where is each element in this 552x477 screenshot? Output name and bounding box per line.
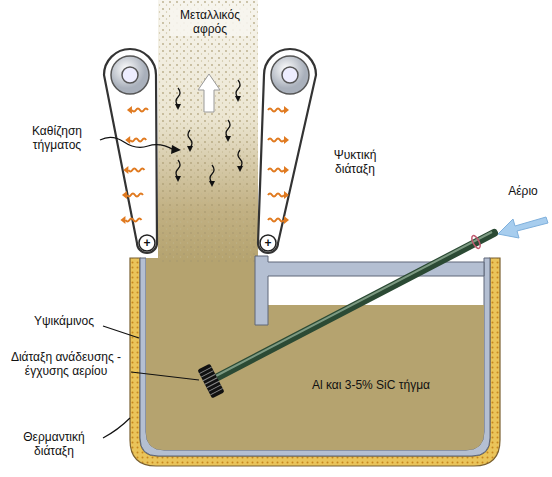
heat-flow-arrow: [268, 194, 284, 197]
pipe-fitting: [470, 234, 482, 249]
leader-line: [131, 372, 199, 380]
heat-flow-arrow: [268, 139, 284, 142]
flow-arrow: [210, 165, 214, 183]
heat-flow-arrow: [268, 109, 284, 112]
part-label: Διάταξη ανάδευσης - έγχυσης αερίου: [3, 350, 129, 378]
stirrer-body: [197, 364, 224, 399]
flow-arrowhead: [235, 96, 241, 102]
small-roller: [260, 235, 276, 251]
flow-arrow: [176, 160, 180, 178]
roller: [111, 56, 149, 94]
heat-flow-arrow: [268, 219, 284, 222]
heat-flow-arrowhead: [123, 166, 128, 174]
cooling-belt: [258, 49, 316, 253]
baffle: [255, 256, 484, 325]
heat-flow-arrow: [268, 169, 284, 172]
part-label: Καθίζηση τήγματος: [16, 124, 98, 152]
flow-arrowhead: [175, 104, 181, 110]
furnace-lining: [140, 258, 490, 456]
leader-line: [100, 137, 174, 150]
small-roller: [139, 235, 155, 251]
part-label: Θερμαντική διάταξη: [6, 430, 102, 458]
flow-arrowhead: [187, 146, 193, 152]
roller-hub: [122, 67, 138, 83]
flow-arrow: [188, 130, 192, 148]
part-label: Ψυκτική διάταξη: [322, 148, 388, 176]
flow-arrowhead: [209, 181, 215, 187]
melt: [146, 258, 484, 450]
foam-texture: [158, 0, 258, 262]
part-label: Μεταλλικός αφρός: [170, 8, 250, 36]
roller-sign: +: [141, 236, 153, 250]
part-label: Αέριο: [500, 184, 546, 198]
flow-arrow: [236, 80, 240, 98]
gas-pipe: [212, 233, 494, 380]
heat-flow-arrowhead: [284, 136, 289, 144]
knurl-line: [210, 388, 222, 394]
gas-inlet-arrow: [498, 217, 548, 238]
part-label: Υψικάμινος: [26, 314, 102, 328]
leader-line: [103, 418, 130, 438]
roller: [271, 56, 309, 94]
heat-flow-arrow: [127, 194, 143, 197]
flow-arrow: [238, 150, 242, 168]
foam-column: [158, 0, 258, 262]
heat-flow-arrowhead: [127, 106, 132, 114]
heat-flow-arrowhead: [120, 216, 125, 224]
rise-arrow: [198, 74, 220, 112]
heat-flow-arrowhead: [284, 106, 289, 114]
heat-flow-arrowhead: [122, 191, 127, 199]
stirrer: [197, 364, 224, 399]
heating-layer: [130, 258, 500, 466]
roller-hub: [282, 67, 298, 83]
heat-flow-arrow: [130, 139, 146, 142]
leader-arrowhead: [171, 145, 181, 154]
heat-flow-arrowhead: [284, 216, 289, 224]
flow-arrowhead: [225, 136, 231, 142]
heat-flow-arrow: [132, 109, 148, 112]
flow-arrow: [176, 88, 180, 106]
heat-flow-arrow: [125, 219, 141, 222]
heat-flow-arrowhead: [284, 166, 289, 174]
leader-line: [103, 326, 139, 338]
flow-arrow: [226, 120, 230, 138]
heat-flow-arrowhead: [284, 191, 289, 199]
flow-arrowhead: [237, 166, 243, 172]
roller-sign: +: [262, 236, 274, 250]
part-label: Al και 3-5% SiC τήγμα: [276, 378, 466, 392]
cooling-belt: [104, 49, 157, 253]
gas-pipe-highlight: [214, 232, 492, 377]
flow-arrowhead: [175, 176, 181, 182]
heat-flow-arrow: [128, 169, 144, 172]
